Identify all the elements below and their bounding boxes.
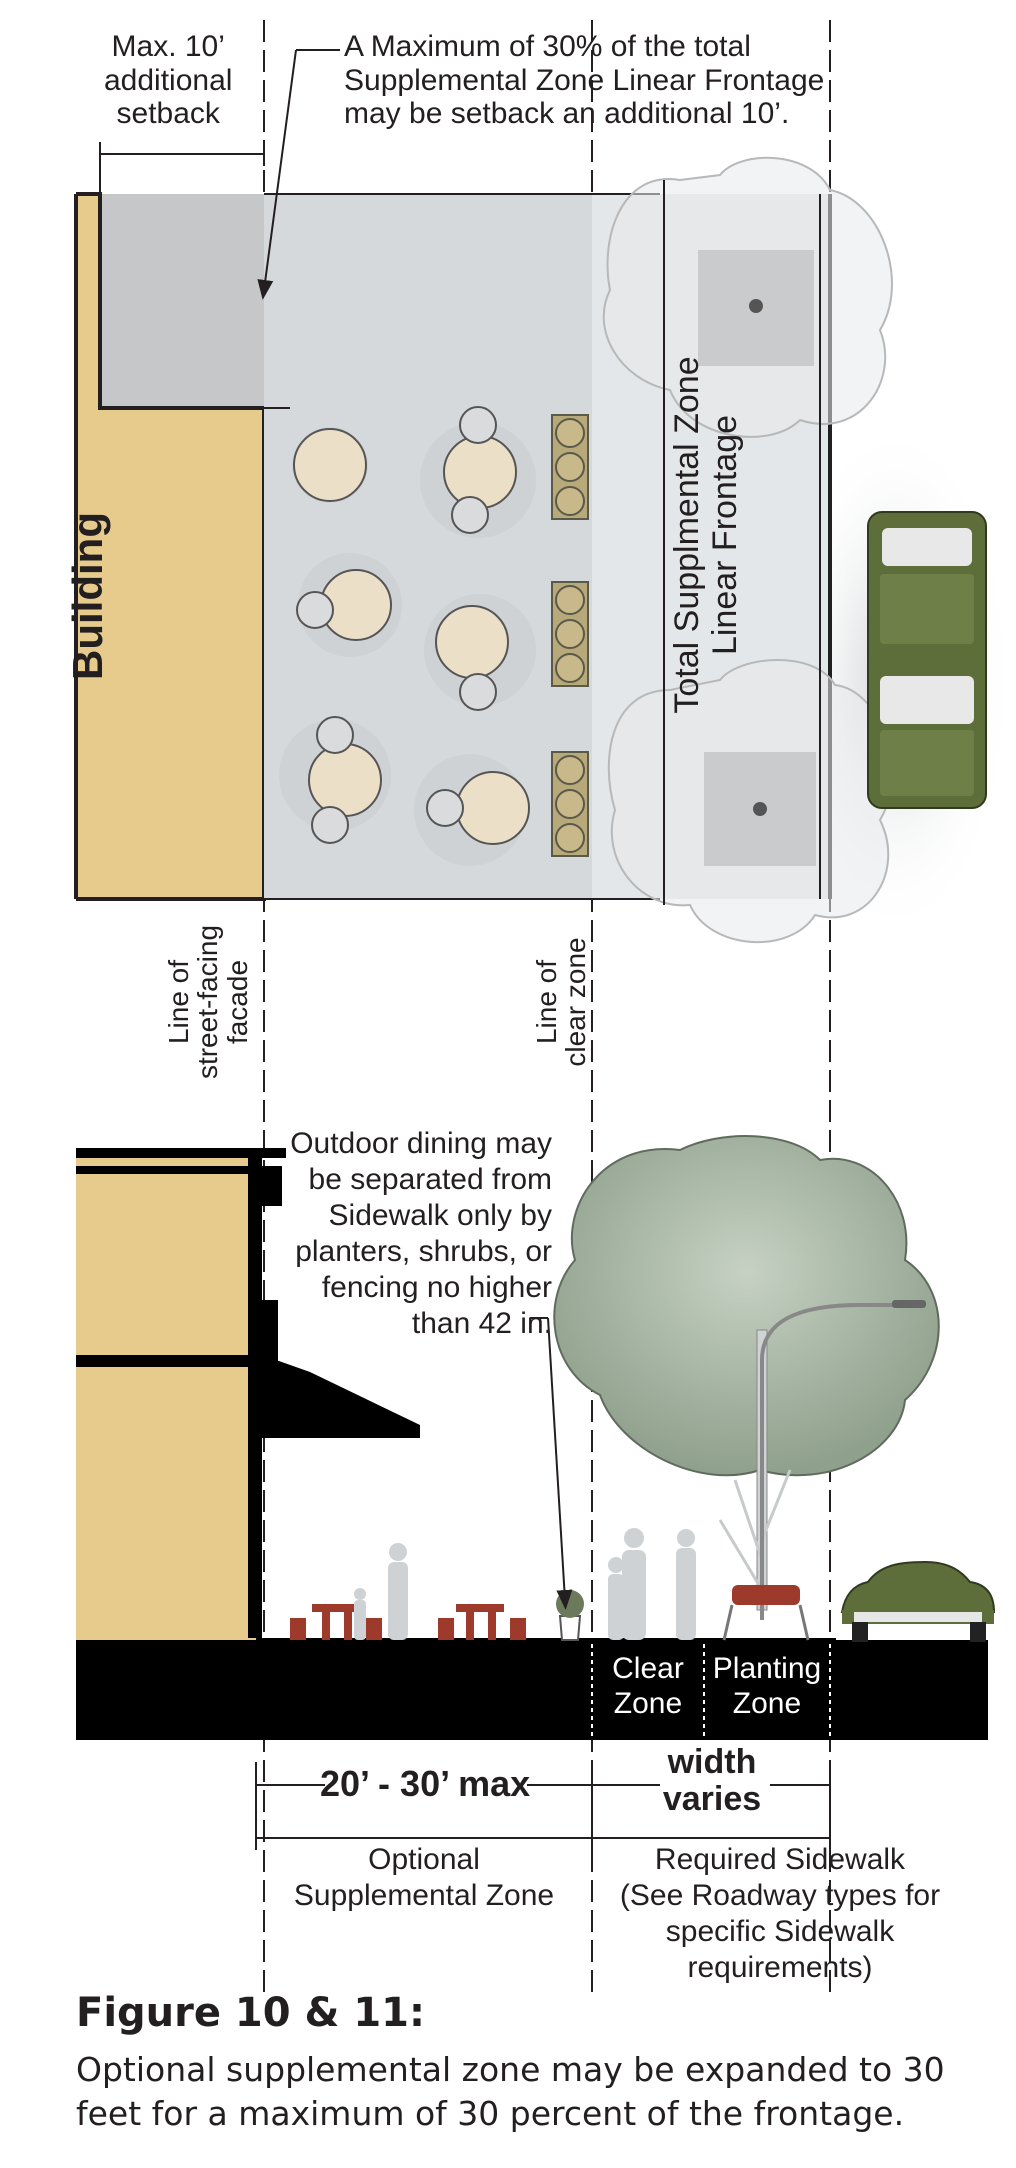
table-4: [443, 435, 517, 509]
setback-area: [100, 194, 264, 408]
required-sidewalk-label: Required Sidewalk (See Roadway types for…: [619, 1843, 941, 1984]
chair-person-2: [316, 716, 354, 754]
awning: [262, 1355, 420, 1438]
tree-trunk-1: [749, 299, 763, 313]
tree-bench: [732, 1585, 800, 1605]
shrub-section: [556, 1590, 584, 1618]
dimension-lines: [255, 1762, 831, 1850]
street-tree-canopy: [553, 1135, 940, 1477]
cafe-tables: [279, 406, 536, 866]
max-setback-label: Max. 10’ additional setback: [104, 30, 233, 131]
ground-section: [76, 1640, 988, 1740]
tree-trunk-2: [753, 802, 767, 816]
planting-zone-label: Planting Zone: [712, 1652, 822, 1720]
setback-leader-arrow: [257, 49, 297, 300]
chair-person-5: [451, 496, 489, 534]
max-30-note: A Maximum of 30% of the total Supplement…: [344, 30, 825, 131]
outdoor-dining-section: [290, 1604, 526, 1640]
figure-caption: Optional supplemental zone may be expand…: [76, 2050, 945, 2133]
outdoor-dining-note: Outdoor dining may be separated from Sid…: [290, 1127, 552, 1340]
planters: [551, 414, 589, 857]
chair-person-6: [459, 673, 497, 711]
line-clear-zone-label: Line of clear zone: [531, 937, 592, 1067]
street-light: [760, 1303, 900, 1620]
line-facade-label: Line of street-facing facade: [163, 924, 253, 1080]
planter-section: [558, 1615, 582, 1641]
chair-person-7: [426, 789, 464, 827]
clear-zone-label: Clear Zone: [612, 1652, 684, 1720]
car-section: [840, 1560, 996, 1642]
building-label: Building: [64, 512, 111, 680]
dimension-supplemental: 20’ - 30’ max: [320, 1763, 531, 1804]
table-1: [293, 428, 367, 502]
building-section: [76, 1152, 256, 1640]
figure-title: Figure 10 & 11:: [76, 1990, 425, 2036]
dining-leader-arrow: [547, 1317, 573, 1610]
plan-view: [74, 20, 1015, 2000]
pedestrians: [354, 1528, 696, 1640]
building-outline: [76, 192, 266, 901]
chair-person-3: [311, 806, 349, 844]
chair-person-4: [459, 406, 497, 444]
table-3: [308, 743, 382, 817]
optional-zone-label: Optional Supplemental Zone: [293, 1843, 555, 1912]
chair-person-1: [296, 591, 334, 629]
total-frontage-label: Total Supplmental Zone Linear Frontage: [668, 356, 745, 714]
section-view: [76, 1135, 996, 1850]
dimension-sidewalk: width varies: [662, 1743, 762, 1819]
table-6: [456, 771, 530, 845]
table-5: [435, 605, 509, 679]
car-plan: [867, 511, 987, 809]
